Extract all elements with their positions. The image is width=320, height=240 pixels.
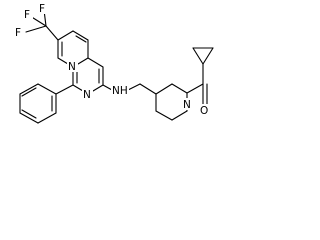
- phenyl-ring: [19, 83, 74, 124]
- atom-fluorine-3: F: [15, 27, 21, 39]
- atom-oxygen: O: [200, 105, 208, 117]
- atom-labels: F F F N N NH N O: [15, 2, 211, 117]
- molecule-drawing: F F F N N NH N O: [15, 2, 214, 124]
- atom-amine-nh: NH: [112, 85, 128, 97]
- structure-canvas: F F F N N NH N O: [0, 0, 234, 133]
- atom-nitrogen-ring-bottom: N: [83, 89, 91, 101]
- atom-nitrogen-piperidine: N: [183, 99, 191, 111]
- cyclopropanecarbonyl-group: [186, 47, 214, 107]
- atom-fluorine-1: F: [24, 9, 30, 21]
- piperidine-ring: [155, 83, 188, 121]
- amine-linker: [102, 83, 157, 95]
- atom-nitrogen-ring-top: N: [68, 61, 76, 73]
- atom-fluorine-2: F: [39, 3, 45, 15]
